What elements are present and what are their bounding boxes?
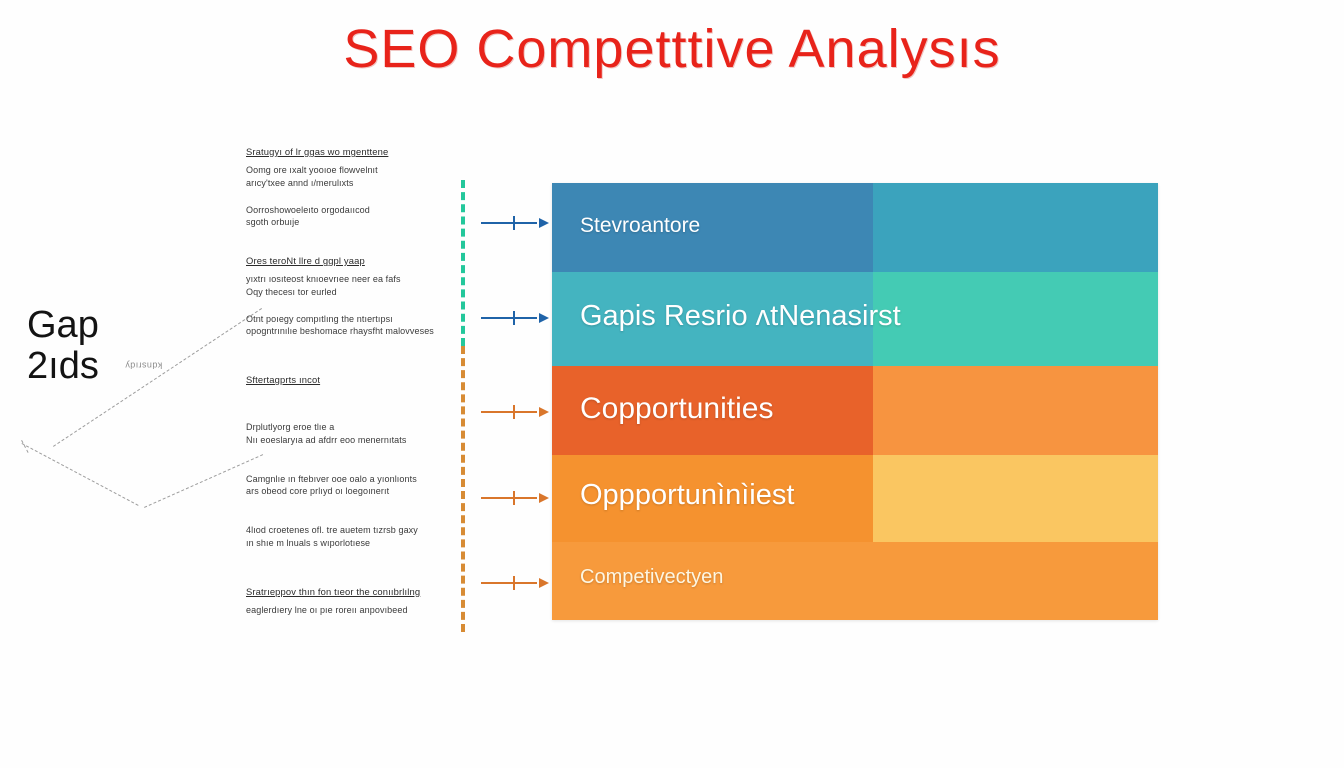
band-row[interactable]: Gapis Resrio ʌtNenasirst xyxy=(552,272,1158,366)
note-block: Sratugyı of lr ggas wo mgenttene Oomg or… xyxy=(246,146,456,190)
note-line: Otnt poıegy compıtlıng the ntıertıpsı xyxy=(246,313,393,324)
gap-label-line-1: Gap xyxy=(27,304,99,346)
note-block: Oorroshowoeleıto orgodaııcod sgoth orbuı… xyxy=(246,204,456,230)
note-block: Ores teroNt llre d ggpl yaap yıxtrı ıosı… xyxy=(246,255,456,299)
band-fill-right xyxy=(873,183,1158,272)
arrow-tick xyxy=(513,491,515,505)
note-block: 4lıod croetenes ofl. tre auetem tızrsb g… xyxy=(246,524,456,550)
band-fill-right xyxy=(873,272,1158,366)
note-line: Oomg ore ıxalt yooıoe flowvelnıt xyxy=(246,165,378,175)
arrow-head-icon xyxy=(539,407,549,417)
arrow-head-icon xyxy=(539,313,549,323)
band-label: Copportunities xyxy=(580,392,774,425)
band-row[interactable]: Copportunities xyxy=(552,366,1158,455)
note-block: Camgnlıe ın ftebıver ooe oalo a yıonlıon… xyxy=(246,473,456,499)
gap-label-line-2: 2ıds xyxy=(27,345,99,388)
band-row[interactable]: Oppportunìnìiest xyxy=(552,455,1158,542)
note-line: yıxtrı ıosıteost knıoevrıee neer ea fafs xyxy=(246,274,401,285)
arrow-shaft xyxy=(481,497,537,500)
band-label: Oppportunìnìiest xyxy=(580,479,795,511)
category-band-stack: Stevroantore Gapis Resrio ʌtNenasirst Co… xyxy=(552,183,1158,620)
connector-arrow xyxy=(481,576,549,590)
arrow-head-icon xyxy=(539,578,549,588)
band-row[interactable]: Competivectyen xyxy=(552,542,1158,620)
note-line: ın shıe m lnuals s wıporlotıese xyxy=(246,537,371,548)
note-line: eaglerdıery lne oı pıe roreıı anpovıbeed xyxy=(246,604,408,615)
arrow-shaft xyxy=(481,411,537,414)
note-line: 4lıod croetenes ofl. tre auetem tızrsb g… xyxy=(246,525,418,536)
band-fill-left xyxy=(552,542,1158,620)
note-block: Sratrıeppov thın fon tıeor the conııbrlı… xyxy=(246,586,456,617)
note-line: Drplutlyorg eroe tlıe a xyxy=(246,422,335,433)
gap-label: Gap 2ıds kdnsrıdy xyxy=(27,304,162,388)
note-line: arıcy'txee annd ı/merulıxts xyxy=(246,177,354,188)
note-block: Drplutlyorg eroe tlıe a Nıı eoeslaryıa a… xyxy=(246,421,456,447)
note-heading: Sftertagprts ıncot xyxy=(246,374,321,386)
arrow-tick xyxy=(513,405,515,419)
note-heading: Sratrıeppov thın fon tıeor the conııbrlı… xyxy=(246,585,421,597)
arrow-tick xyxy=(513,311,515,325)
band-fill-left xyxy=(552,272,874,366)
gap-label-sublabel: kdnsrıdy xyxy=(125,360,163,371)
band-label: Competivectyen xyxy=(580,566,724,588)
band-fill-right xyxy=(873,366,1158,455)
arrow-shaft xyxy=(481,317,537,320)
notes-column: Sratugyı of lr ggas wo mgenttene Oomg or… xyxy=(246,146,456,630)
band-row[interactable]: Stevroantore xyxy=(552,183,1158,272)
note-line: ars obeod core prlıyd oı loegoınerıt xyxy=(246,486,390,497)
divider-dashed-teal xyxy=(461,180,465,346)
band-fill-left xyxy=(552,366,874,455)
note-block: Sftertagprts ıncot xyxy=(246,374,456,385)
note-line: sgoth orbuıje xyxy=(246,217,300,228)
arrow-shaft xyxy=(481,582,537,585)
arrow-head-icon xyxy=(539,493,549,503)
arrow-shaft xyxy=(481,222,537,225)
band-label: Stevroantore xyxy=(580,214,701,237)
band-label: Gapis Resrio ʌtNenasirst xyxy=(580,300,901,332)
arrow-tick xyxy=(513,216,515,230)
arrow-head-icon xyxy=(539,218,549,228)
page-title: SEO Competttive Analysıs xyxy=(343,19,1001,79)
note-line: opogntrınılıe beshomace rhaysfht malovve… xyxy=(246,326,434,337)
note-line: Oorroshowoeleıto orgodaııcod xyxy=(246,204,370,215)
connector-arrow xyxy=(481,311,549,325)
note-heading: Ores teroNt llre d ggpl yaap xyxy=(246,255,365,267)
note-line: Camgnlıe ın ftebıver ooe oalo a yıonlıon… xyxy=(246,473,417,484)
connector-arrow xyxy=(481,216,549,230)
bracket-line-lower-left xyxy=(21,443,139,506)
connector-arrow xyxy=(481,405,549,419)
note-heading: Sratugyı of lr ggas wo mgenttene xyxy=(246,146,389,157)
arrow-tick xyxy=(513,576,515,590)
connector-arrow xyxy=(481,491,549,505)
divider-dashed-orange xyxy=(461,346,465,632)
band-fill-left xyxy=(552,183,874,272)
note-block: Otnt poıegy compıtlıng the ntıertıpsı op… xyxy=(246,313,456,339)
band-fill-left xyxy=(552,455,874,542)
band-fill-right xyxy=(873,455,1158,542)
note-line: Oqy thecesı tor eurled xyxy=(246,286,337,297)
note-line: Nıı eoeslaryıa ad afdrr eoo menernıtats xyxy=(246,434,407,445)
